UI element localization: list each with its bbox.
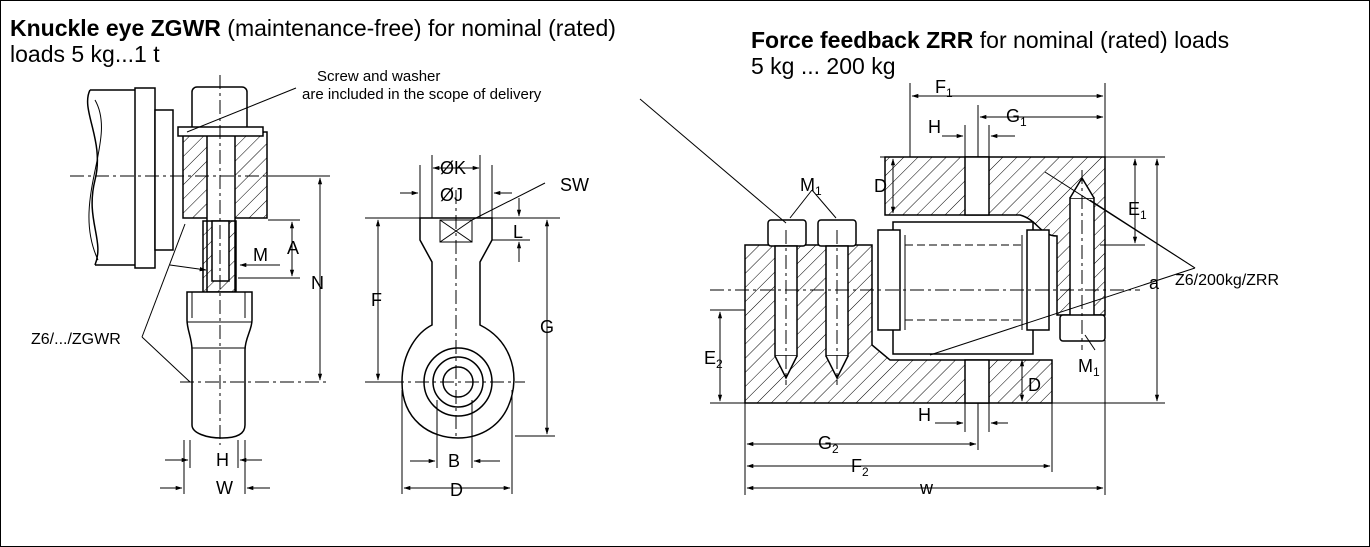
- dim-H-left: H: [216, 450, 229, 470]
- dim-M1-left: M1: [800, 175, 822, 198]
- dim-E2: E2: [704, 348, 723, 371]
- callout-screw-line2: are included in the scope of delivery: [302, 86, 542, 103]
- callout-zrr-part: Z6/200kg/ZRR: [1175, 272, 1279, 289]
- dim-D-front: D: [450, 480, 463, 500]
- dim-G: G: [540, 317, 554, 337]
- force-feedback-section-view: [744, 156, 1106, 404]
- dim-G1: G1: [1006, 106, 1027, 129]
- right-title: Force feedback ZRR for nominal (rated) l…: [751, 27, 1229, 79]
- callout-knuckle-part: Z6/.../ZGWR: [31, 331, 121, 348]
- front-center-lines: [390, 190, 525, 440]
- left-title-bold: Knuckle eye ZGWR: [10, 15, 221, 41]
- right-title-bold: Force feedback ZRR: [751, 27, 974, 53]
- dim-H-bottom: H: [918, 405, 931, 425]
- left-title-line2: loads 5 kg...1 t: [10, 41, 160, 67]
- dim-E1: E1: [1128, 199, 1147, 222]
- front-dimensions: [365, 155, 560, 494]
- dim-B: B: [448, 451, 460, 471]
- callout-screw-line1: Screw and washer: [317, 68, 440, 85]
- knuckle-center-lines: [70, 75, 330, 445]
- dim-F2: F2: [851, 456, 869, 479]
- right-title-line2: 5 kg ... 200 kg: [751, 53, 896, 79]
- dim-F1: F1: [935, 77, 953, 100]
- left-title: Knuckle eye ZGWR (maintenance-free) for …: [10, 15, 616, 67]
- right-title-rest: for nominal (rated) loads: [973, 27, 1230, 53]
- dim-H-top: H: [928, 117, 941, 137]
- dim-SW: SW: [560, 175, 589, 195]
- dim-D-top: D: [874, 176, 887, 196]
- dim-K: ØK: [440, 158, 466, 178]
- left-title-rest: (maintenance-free) for nominal (rated): [220, 15, 616, 41]
- zrr-dimensions: [639, 83, 1196, 495]
- dim-J: ØJ: [440, 185, 463, 205]
- zrr-center-lines: [710, 170, 1140, 385]
- dim-G2: G2: [818, 433, 839, 456]
- knuckle-eye-front-view: [401, 217, 515, 439]
- dim-W: W: [216, 478, 233, 498]
- dim-M: M: [253, 245, 268, 265]
- dim-A: A: [287, 238, 299, 258]
- dim-F: F: [371, 290, 382, 310]
- dim-N: N: [311, 273, 324, 293]
- dim-M1-right: M1: [1078, 356, 1100, 379]
- dim-L: L: [513, 222, 523, 242]
- knuckle-dimensions: [141, 87, 330, 494]
- dim-D-bottom: D: [1028, 375, 1041, 395]
- dim-w: w: [919, 478, 934, 498]
- knuckle-eye-section-view: [86, 86, 268, 439]
- dim-a: a: [1149, 273, 1160, 293]
